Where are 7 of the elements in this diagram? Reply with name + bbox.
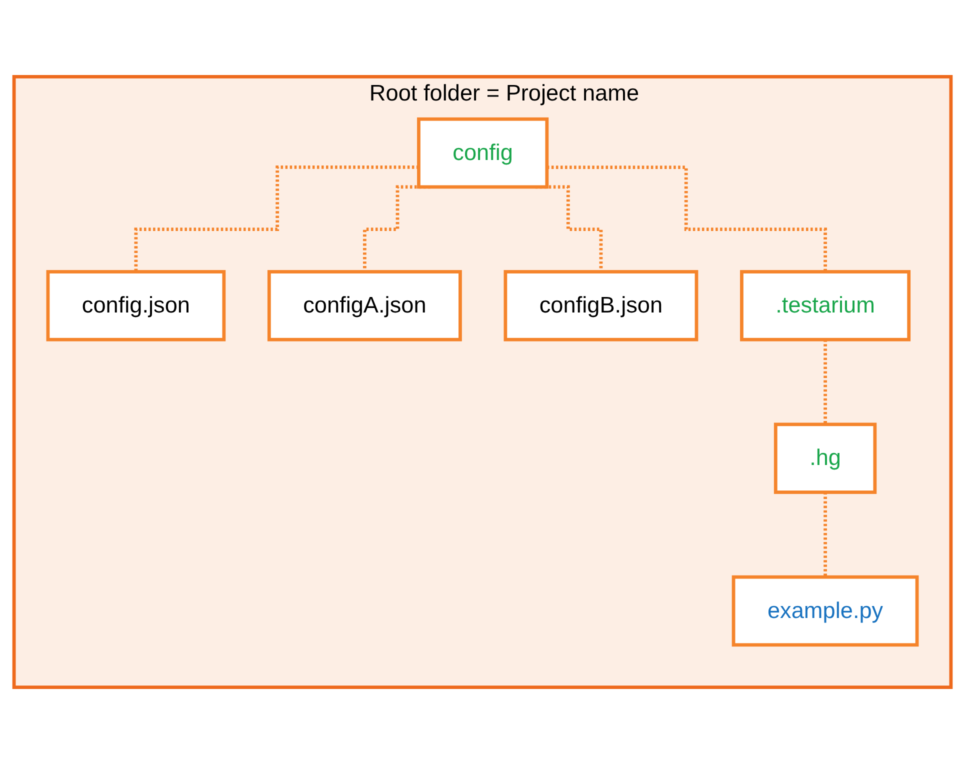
node-box: example.py xyxy=(732,575,919,647)
node-box: configA.json xyxy=(267,270,462,342)
node-box: .hg xyxy=(774,422,877,494)
node-box: config.json xyxy=(46,270,226,342)
node-box: .testarium xyxy=(740,270,911,342)
node-box: configB.json xyxy=(504,270,698,342)
node-box: config xyxy=(417,117,549,189)
